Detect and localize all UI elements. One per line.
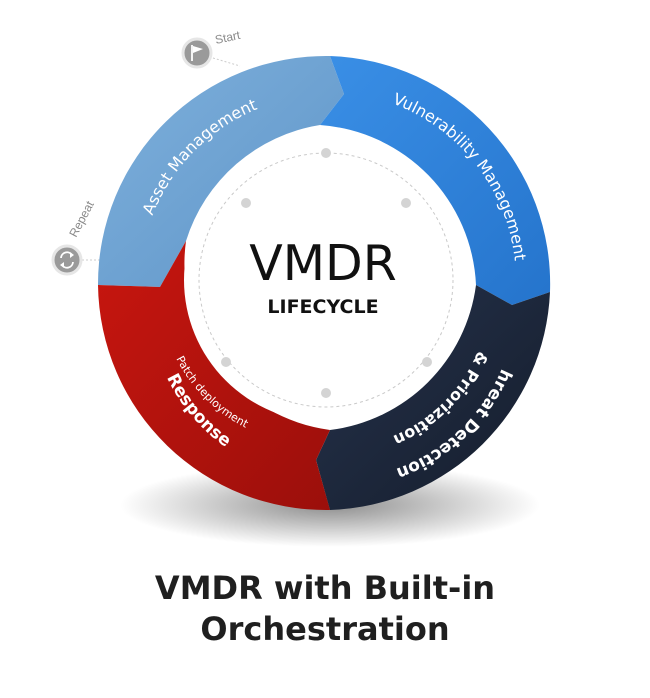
start-marker: Start — [181, 28, 242, 69]
refresh-icon — [60, 251, 74, 269]
segment-threat-detection — [316, 285, 550, 510]
repeat-label: Repeat — [66, 198, 97, 239]
center-dot-2 — [401, 198, 411, 208]
caption-line-2: Orchestration — [200, 610, 450, 648]
start-connector — [212, 57, 241, 67]
center-dot-3 — [422, 357, 432, 367]
center-dot-6 — [241, 198, 251, 208]
segment-asset-management — [97, 55, 344, 287]
segment-response — [98, 241, 330, 511]
center-title: VMDR — [249, 235, 397, 292]
repeat-marker: Repeat — [51, 198, 97, 276]
start-marker-circle — [181, 37, 213, 69]
segment-vulnerability-management — [320, 56, 551, 305]
center-dashed-ring — [198, 152, 454, 408]
center-disc — [184, 138, 468, 422]
repeat-marker-circle — [51, 244, 83, 276]
center-subtitle: LIFECYCLE — [267, 296, 378, 318]
start-label: Start — [214, 28, 242, 47]
caption-line-1: VMDR with Built-in — [154, 569, 496, 607]
flag-icon — [191, 45, 203, 61]
center-dot-5 — [221, 357, 231, 367]
center-dot-1 — [321, 148, 331, 158]
center-dot-4 — [321, 388, 331, 398]
